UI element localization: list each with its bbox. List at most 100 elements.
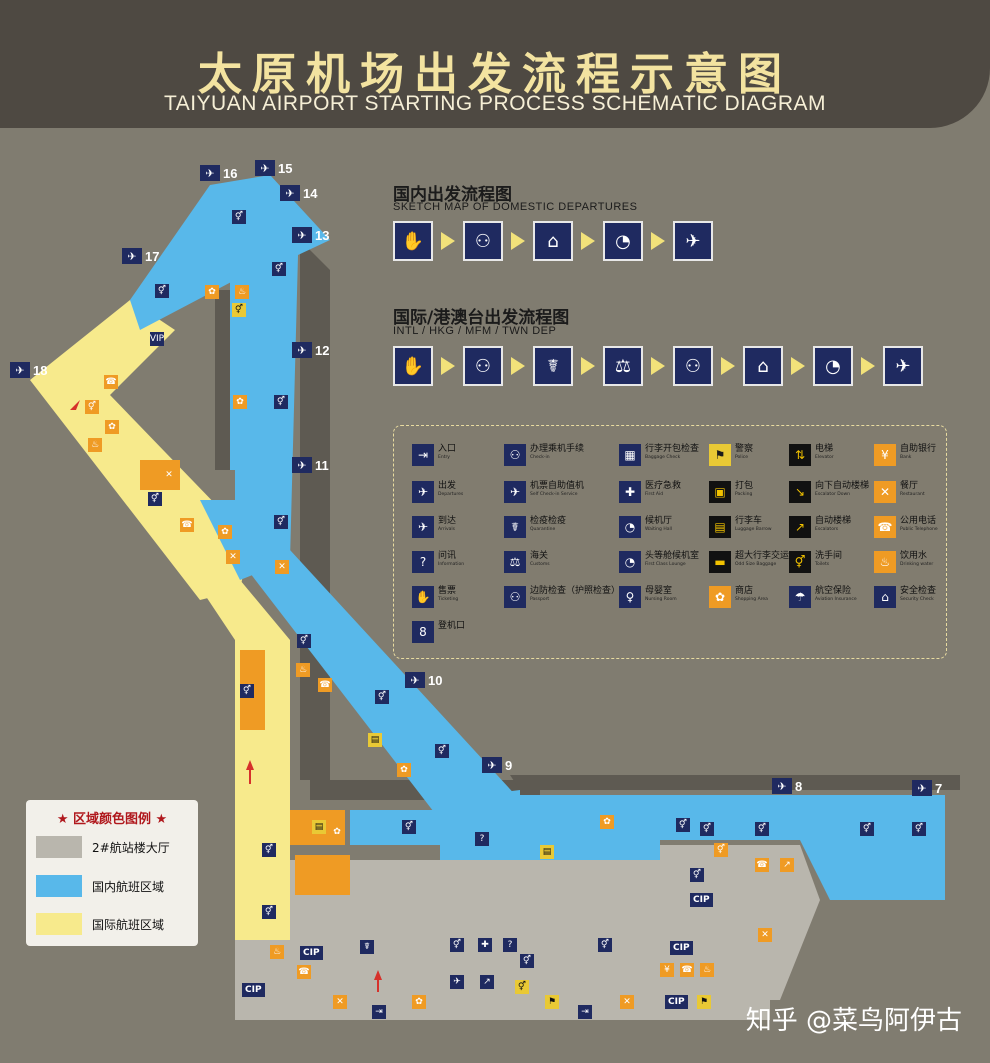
departure-plane-icon: ✈: [673, 221, 713, 261]
legend-label: 入口: [438, 444, 457, 454]
legend-label-en: First Aid: [645, 492, 664, 497]
toilet-icon: ⚥: [232, 210, 246, 224]
drinking-water-icon: ♨: [270, 945, 284, 959]
legend-icon: ⚥: [789, 551, 811, 573]
legend-icon: ↘: [789, 481, 811, 503]
legend-label: 公用电话: [900, 516, 937, 526]
plane-icon: ✈: [200, 165, 220, 181]
gate-11: ✈11: [292, 457, 329, 473]
toilet-icon: ⚥: [700, 822, 714, 836]
toilet-icon: ⚥: [85, 400, 99, 414]
restaurant-icon: ✕: [226, 550, 240, 564]
quarantine-icon: ☤: [360, 940, 374, 954]
toilet-icon: ⚥: [274, 515, 288, 529]
legend-label-en: Self Check-in Service: [530, 492, 578, 497]
plane-icon: ✈: [122, 248, 142, 264]
legend-label-en: Bank: [900, 455, 912, 460]
drinking-water-icon: ♨: [700, 963, 714, 977]
drinking-water-icon: ♨: [235, 285, 249, 299]
info-icon: ?: [503, 938, 517, 952]
legend-label: 警察: [735, 444, 754, 454]
bank-icon: ¥: [660, 963, 674, 977]
legend-label-en: Public Telephone: [900, 527, 938, 532]
legend-label-en: Shopping Area: [735, 597, 768, 602]
legend-icon: ↗: [789, 516, 811, 538]
legend-label: 打包: [735, 481, 754, 491]
zone-label: 2#航站楼大厅: [92, 840, 170, 855]
security-gate-icon: ⌂: [533, 221, 573, 261]
shop-icon: ✿: [412, 995, 426, 1009]
departure-plane-icon: ✈: [883, 346, 923, 386]
customs-icon: ⚖: [603, 346, 643, 386]
drinking-water-icon: ♨: [296, 663, 310, 677]
plane-icon: ✈: [292, 342, 312, 358]
watermark: 知乎 @菜鸟阿伊古: [745, 1006, 962, 1036]
flow-arrow: [441, 357, 455, 375]
plane-icon: ✈: [450, 975, 464, 989]
page-subtitle: TAIYUAN AIRPORT STARTING PROCESS SCHEMAT…: [163, 92, 827, 115]
legend-label-en: Drinking water: [900, 562, 934, 567]
legend-label: 自助银行: [900, 444, 937, 454]
gate-15: ✈15: [255, 160, 292, 176]
page-title: 太原机场出发流程示意图: [198, 49, 792, 100]
legend-icon: ✿: [709, 586, 731, 608]
legend-label-en: Quarantine: [530, 527, 556, 532]
toilet-icon: ⚥: [274, 395, 288, 409]
shop-icon: ✿: [205, 285, 219, 299]
legend-icon: ✕: [874, 481, 896, 503]
legend-icon: ◔: [619, 516, 641, 538]
legend-label: 办理乘机手续: [530, 444, 585, 454]
ticket-hand-icon: ✋: [393, 221, 433, 261]
shop-icon: ✿: [218, 525, 232, 539]
legend-icon: 8: [412, 621, 434, 643]
flow-arrow: [511, 357, 525, 375]
legend-icon: ☤: [504, 516, 526, 538]
legend-label-en: Odd Size Baggage: [735, 562, 777, 567]
checkin-counter-icon: ⚇: [463, 221, 503, 261]
zone-label: 国内航班区域: [92, 879, 165, 894]
luggage-icon: ▤: [312, 820, 326, 834]
plane-icon: ✈: [912, 780, 932, 796]
shop-icon: ✿: [600, 815, 614, 829]
legend-icon: ⇥: [412, 444, 434, 466]
legend-label-en: Elevator: [815, 455, 834, 460]
security-gate-icon: ⌂: [743, 346, 783, 386]
luggage-icon: ▤: [368, 733, 382, 747]
legend-label-en: Nursing Room: [645, 597, 677, 602]
zone-label: 国际航班区域: [92, 917, 165, 932]
police-icon: ⚑: [545, 995, 559, 1009]
gate-14: ✈14: [280, 185, 317, 201]
legend-label-en: Aviation Insurance: [815, 597, 857, 602]
escalator-icon: ↗: [480, 975, 494, 989]
entry-icon: ⇥: [372, 1005, 386, 1019]
cip-lounge: CIP: [670, 941, 693, 955]
legend-label: 登机口: [438, 621, 466, 631]
legend-icon: ☂: [789, 586, 811, 608]
cip-lounge: CIP: [300, 946, 323, 960]
telephone-icon: ☎: [297, 965, 311, 979]
intl-flow-subtitle: INTL / HKG / MFM / TWN DEP: [393, 325, 557, 337]
telephone-icon: ☎: [318, 678, 332, 692]
checkin-counter-icon: ⚇: [463, 346, 503, 386]
domestic-swatch: [36, 875, 82, 897]
toilet-icon: ⚥: [515, 980, 529, 994]
